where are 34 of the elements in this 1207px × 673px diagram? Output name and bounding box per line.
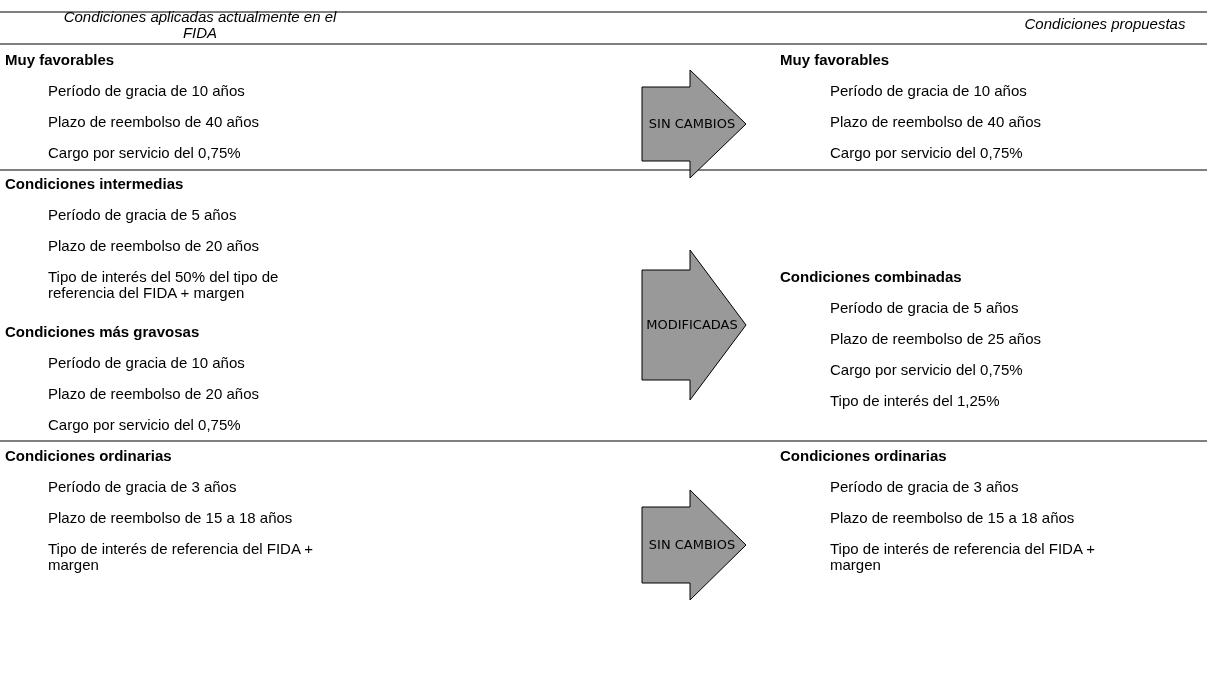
- condition-item: Cargo por servicio del 0,75%: [830, 362, 1024, 378]
- arrow-label: MODIFICADAS: [645, 316, 739, 334]
- column-header: Condiciones aplicadas actualmente en el FIDA: [62, 9, 338, 41]
- condition-item: Tipo de interés del 1,25%: [830, 393, 1001, 409]
- condition-item: Tipo de interés de referencia del FIDA + margen: [830, 541, 1096, 573]
- condition-item: Plazo de reembolso de 15 a 18 años: [830, 510, 1076, 526]
- arrow-label: SIN CAMBIOS: [647, 536, 737, 554]
- condition-item: Cargo por servicio del 0,75%: [830, 145, 1024, 161]
- condition-item: Plazo de reembolso de 15 a 18 años: [48, 510, 294, 526]
- section-heading: Condiciones ordinarias: [5, 448, 173, 464]
- condition-item: Período de gracia de 3 años: [48, 479, 238, 495]
- condition-item: Plazo de reembolso de 20 años: [48, 386, 260, 402]
- condition-item: Plazo de reembolso de 25 años: [830, 331, 1042, 347]
- condition-item: Cargo por servicio del 0,75%: [48, 145, 242, 161]
- condition-item: Período de gracia de 5 años: [830, 300, 1020, 316]
- condition-item: Tipo de interés de referencia del FIDA + margen: [48, 541, 314, 573]
- condition-item: Cargo por servicio del 0,75%: [48, 417, 242, 433]
- section-heading: Condiciones combinadas: [780, 269, 963, 285]
- section-heading: Muy favorables: [780, 52, 891, 68]
- section-heading: Condiciones más gravosas: [5, 324, 201, 340]
- condition-item: Plazo de reembolso de 20 años: [48, 238, 260, 254]
- column-header: Condiciones propuestas: [1023, 16, 1187, 32]
- condition-item: Plazo de reembolso de 40 años: [48, 114, 260, 130]
- condition-item: Tipo de interés del 50% del tipo de referencia del FIDA + margen: [48, 269, 280, 301]
- section-heading: Condiciones intermedias: [5, 176, 185, 192]
- condition-item: Período de gracia de 10 años: [830, 83, 1028, 99]
- section-heading: Muy favorables: [5, 52, 116, 68]
- arrow-label: SIN CAMBIOS: [647, 115, 737, 133]
- section-heading: Condiciones ordinarias: [780, 448, 948, 464]
- condition-item: Período de gracia de 10 años: [48, 83, 246, 99]
- condition-item: Período de gracia de 3 años: [830, 479, 1020, 495]
- condition-item: Período de gracia de 5 años: [48, 207, 238, 223]
- condition-item: Plazo de reembolso de 40 años: [830, 114, 1042, 130]
- condition-item: Período de gracia de 10 años: [48, 355, 246, 371]
